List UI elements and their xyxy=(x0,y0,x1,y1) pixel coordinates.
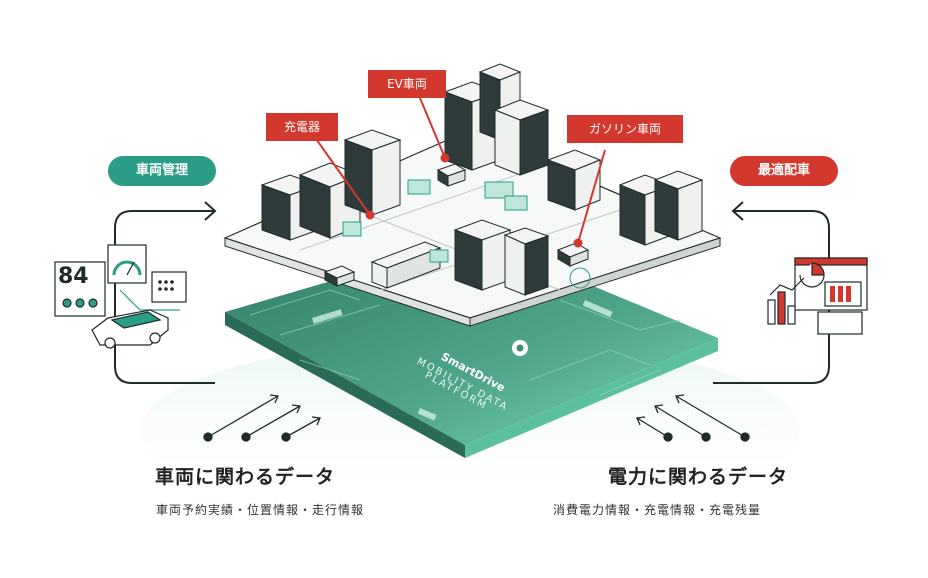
callout-pointers xyxy=(313,97,606,248)
ev-car xyxy=(436,163,467,187)
optimal-dispatch-label: 最適配車 xyxy=(730,156,838,186)
power-data-title: 電力に関わるデータ xyxy=(608,466,789,488)
vehicle-data-subtitle: 車両予約実績・位置情報・走行情報 xyxy=(156,503,365,517)
mobility-data-platform xyxy=(225,238,718,458)
speed-readout: 84 xyxy=(58,264,89,289)
charger-callout: 充電器 xyxy=(266,113,338,141)
ev-vehicle-callout: EV車両 xyxy=(368,70,446,98)
charging-station-icons xyxy=(342,179,591,289)
gasoline-vehicle-callout: ガソリン車両 xyxy=(567,115,683,143)
vehicle-data-arrows xyxy=(203,394,321,442)
vehicle-dashboard-illustration xyxy=(54,244,187,349)
dispatch-report-illustration xyxy=(767,257,868,335)
power-data-arrows xyxy=(636,394,750,442)
vehicle-data-title: 車両に関わるデータ xyxy=(155,466,336,488)
vehicle-management-label: 車両管理 xyxy=(108,156,216,186)
power-data-subtitle: 消費電力情報・充電情報・充電残量 xyxy=(553,503,762,517)
